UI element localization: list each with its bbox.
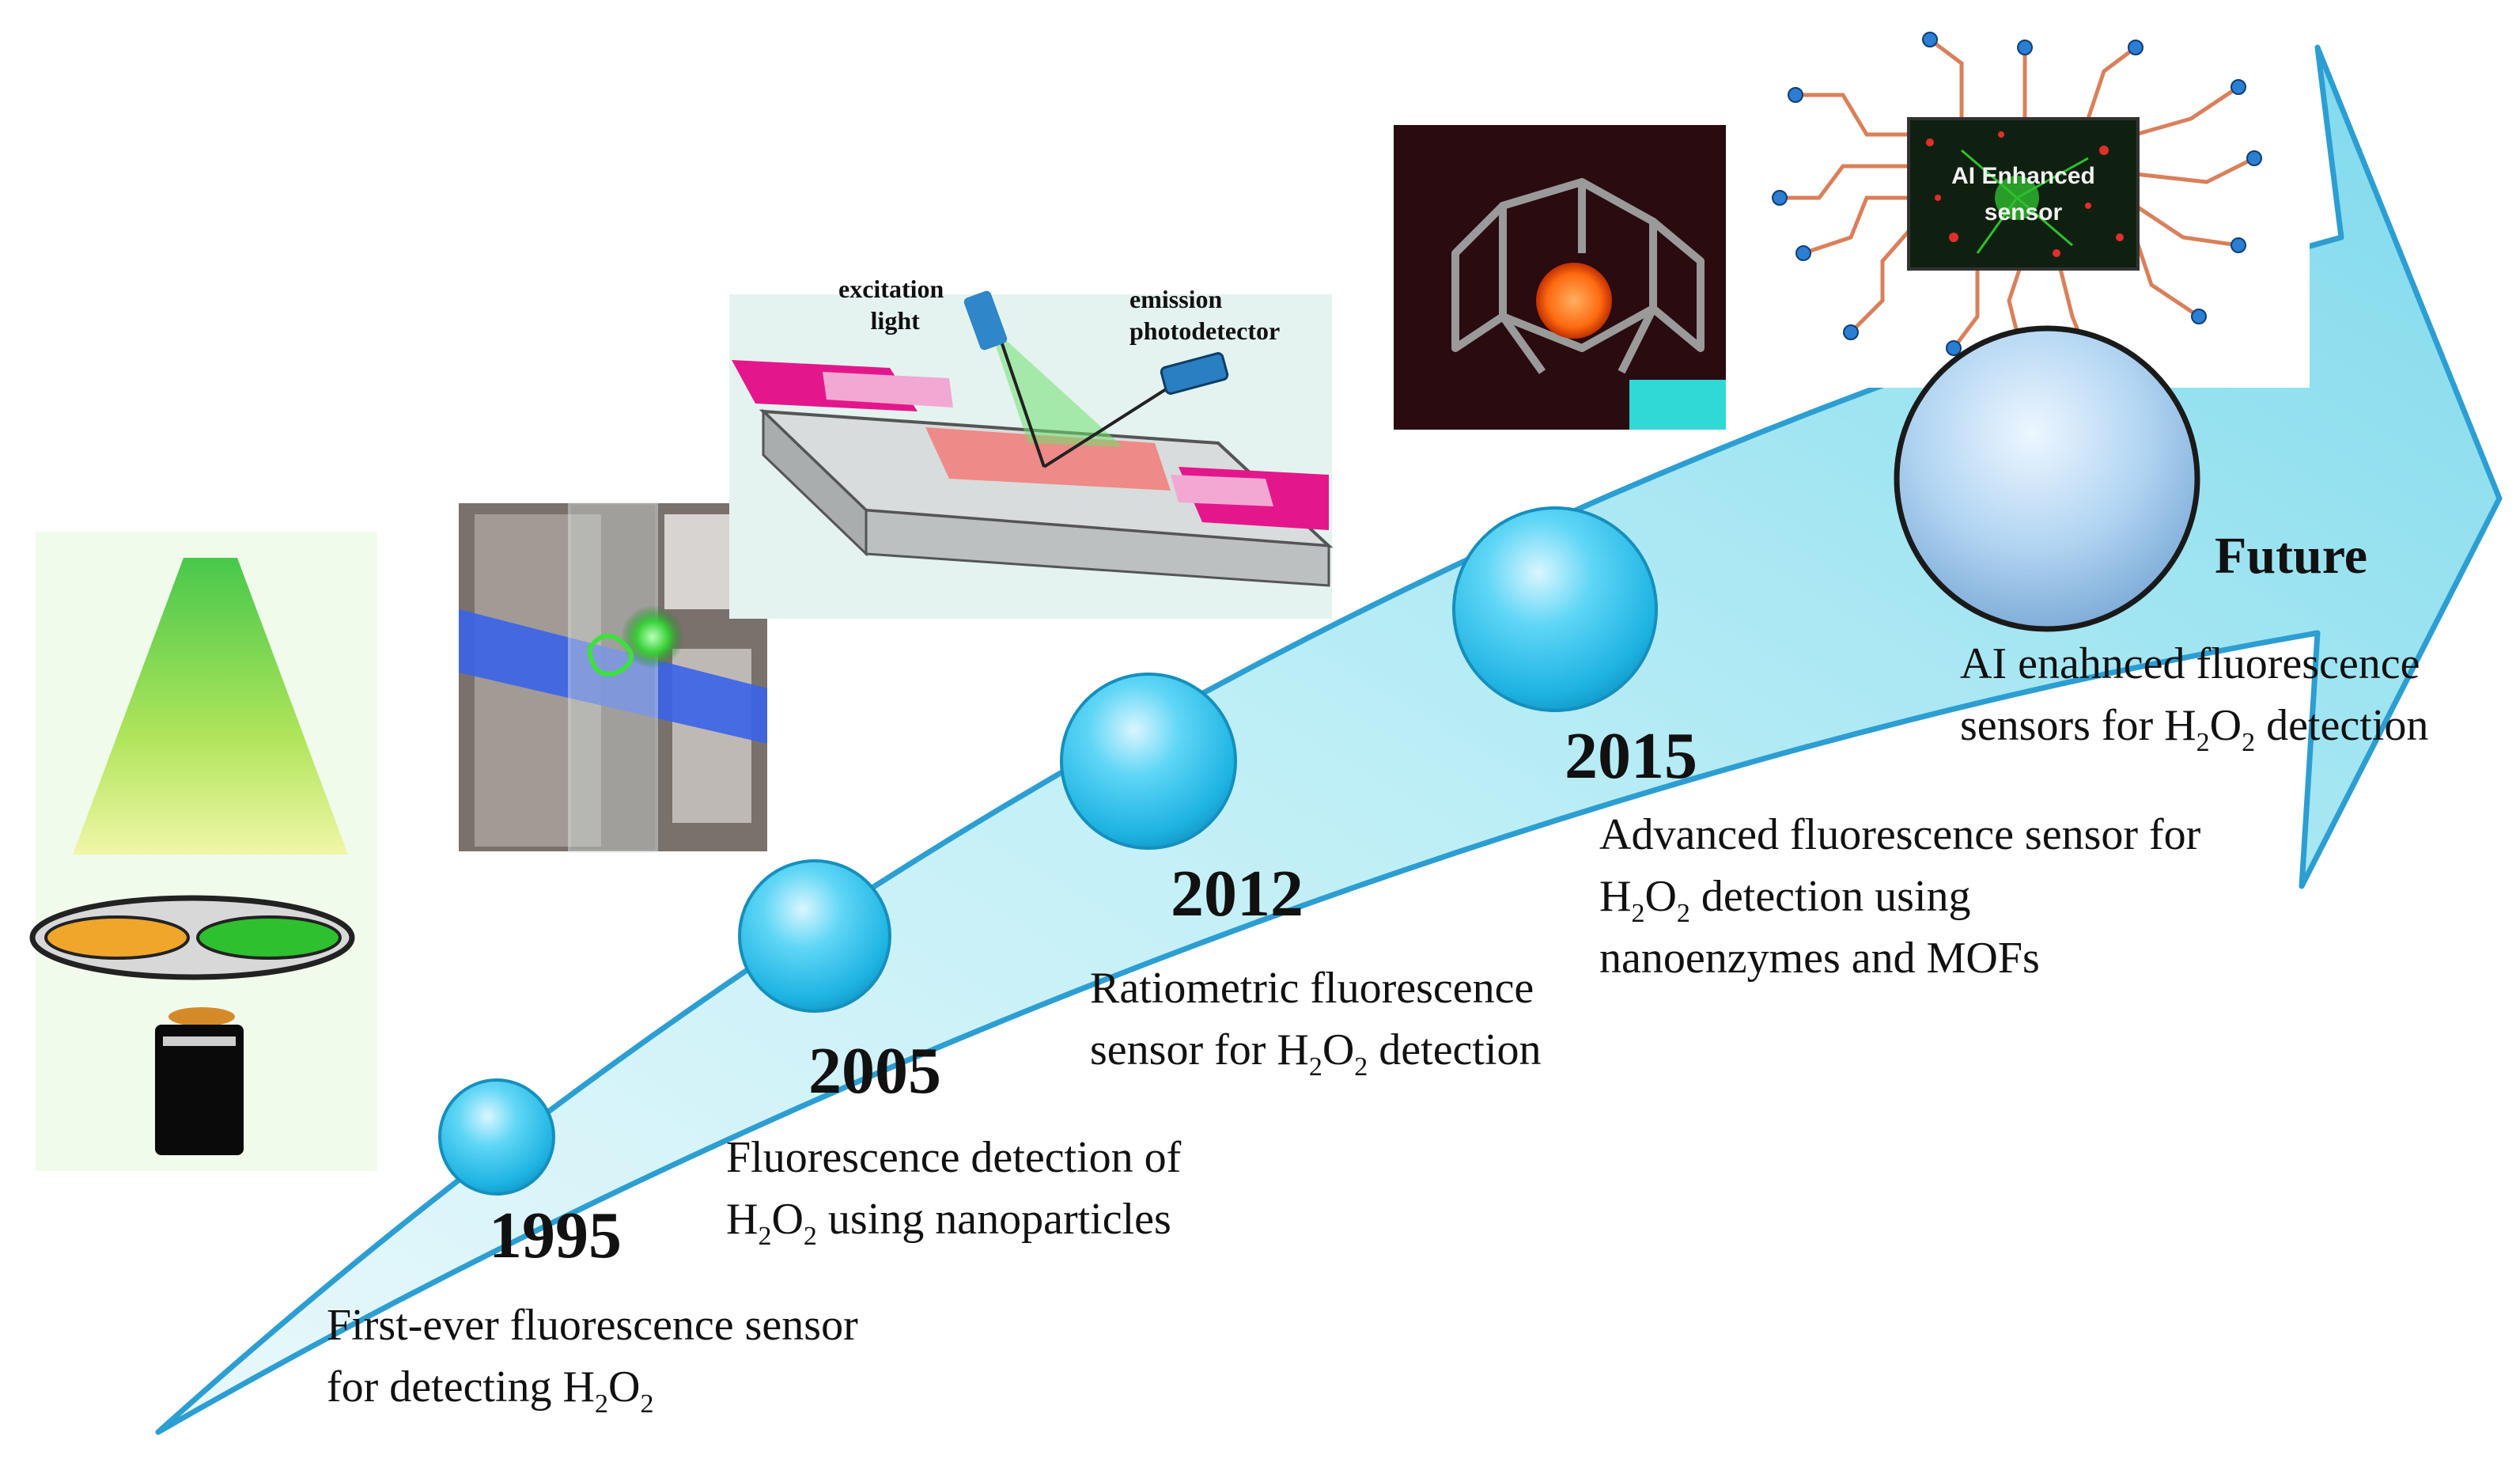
desc-2015-line3: nanoenzymes and MOFs <box>1599 934 2040 983</box>
cuvette-laser-image <box>459 502 767 853</box>
desc-2015-line2: H2O2 detection using <box>1599 866 2200 927</box>
year-1995: 1995 <box>489 1199 622 1272</box>
desc-1995-line1: First-ever fluorescence sensor <box>327 1301 858 1350</box>
ai-sensor-label: AI Enhanced sensor <box>1909 158 2138 231</box>
desc-2015-sub2: 2 <box>1676 899 1690 928</box>
desc-2015-line1: Advanced fluorescence sensor for <box>1599 810 2201 859</box>
excitation-light-label: excitation light <box>838 273 944 336</box>
desc-2012-line2-pre: sensor for H <box>1090 1025 1309 1074</box>
desc-1995-sub1: 2 <box>594 1389 608 1419</box>
desc-2012-line1: Ratiometric fluorescence <box>1090 964 1534 1013</box>
desc-2005-line2-pre: H <box>726 1195 759 1244</box>
mof-structure-image <box>1394 125 1726 430</box>
milestone-sphere-future <box>1894 325 2200 632</box>
desc-1995: First-ever fluorescence sensor for detec… <box>327 1294 858 1418</box>
desc-2015-sub1: 2 <box>1631 899 1645 928</box>
desc-2005-line2: H2O2 using nanoparticles <box>726 1188 1181 1250</box>
ai-sensor-line1: AI Enhanced <box>1951 163 2095 189</box>
desc-1995-sub2: 2 <box>640 1389 654 1419</box>
desc-2015-mid: O <box>1644 872 1677 921</box>
excitation-text: excitation <box>838 275 944 303</box>
desc-future-line1: AI enahnced fluorescence <box>1960 639 2420 688</box>
desc-future-sub1: 2 <box>2196 728 2210 757</box>
desc-future-line2: sensors for H2O2 detection <box>1960 695 2428 756</box>
milestone-sphere-2012 <box>1060 673 1237 850</box>
year-2005: 2005 <box>808 1034 941 1108</box>
desc-2015: Advanced fluorescence sensor for H2O2 de… <box>1599 804 2200 989</box>
desc-2012-mid: O <box>1322 1025 1355 1074</box>
desc-1995-mid: O <box>607 1362 641 1412</box>
milestone-sphere-2005 <box>738 859 891 1013</box>
milestone-sphere-1995 <box>438 1078 555 1196</box>
fluorescence-setup-image-1995 <box>29 532 377 1171</box>
ai-sensor-circuit-image <box>1756 16 2310 388</box>
desc-2005-line1: Fluorescence detection of <box>726 1133 1182 1182</box>
desc-2012: Ratiometric fluorescence sensor for H2O2… <box>1090 957 1542 1081</box>
photodetector-text: photodetector <box>1129 316 1281 345</box>
desc-future-line2-post: detection <box>2255 701 2429 750</box>
year-2012: 2012 <box>1171 857 1304 930</box>
emission-text: emission <box>1129 285 1223 313</box>
year-2015: 2015 <box>1565 719 1697 793</box>
desc-2005-mid: O <box>771 1195 804 1244</box>
desc-future-line2-pre: sensors for H <box>1960 701 2196 750</box>
desc-2015-line2-pre: H <box>1599 872 1632 921</box>
ratiometric-device-image <box>729 290 1334 619</box>
emission-photodetector-label: emission photodetector <box>1129 283 1280 347</box>
desc-2015-line2-post: detection using <box>1689 872 1971 921</box>
desc-1995-line2-pre: for detecting H <box>327 1362 595 1412</box>
desc-1995-line2: for detecting H2O2 <box>327 1356 858 1418</box>
desc-2005-sub1: 2 <box>758 1222 772 1251</box>
desc-2005-sub2: 2 <box>803 1222 817 1251</box>
desc-2012-sub2: 2 <box>1354 1052 1368 1082</box>
desc-future-sub2: 2 <box>2242 728 2256 757</box>
light-text: light <box>870 306 920 335</box>
ai-sensor-line2: sensor <box>1984 199 2063 225</box>
desc-2012-line2: sensor for H2O2 detection <box>1090 1019 1542 1081</box>
desc-2005: Fluorescence detection of H2O2 using nan… <box>726 1127 1181 1250</box>
desc-future: AI enahnced fluorescence sensors for H2O… <box>1960 633 2428 756</box>
desc-2012-sub1: 2 <box>1308 1052 1322 1082</box>
year-future: Future <box>2215 527 2368 585</box>
milestone-sphere-2015 <box>1452 506 1658 712</box>
desc-2005-line2-post: using nanoparticles <box>816 1195 1171 1244</box>
desc-2012-line2-post: detection <box>1368 1025 1542 1074</box>
desc-future-mid: O <box>2209 701 2242 750</box>
